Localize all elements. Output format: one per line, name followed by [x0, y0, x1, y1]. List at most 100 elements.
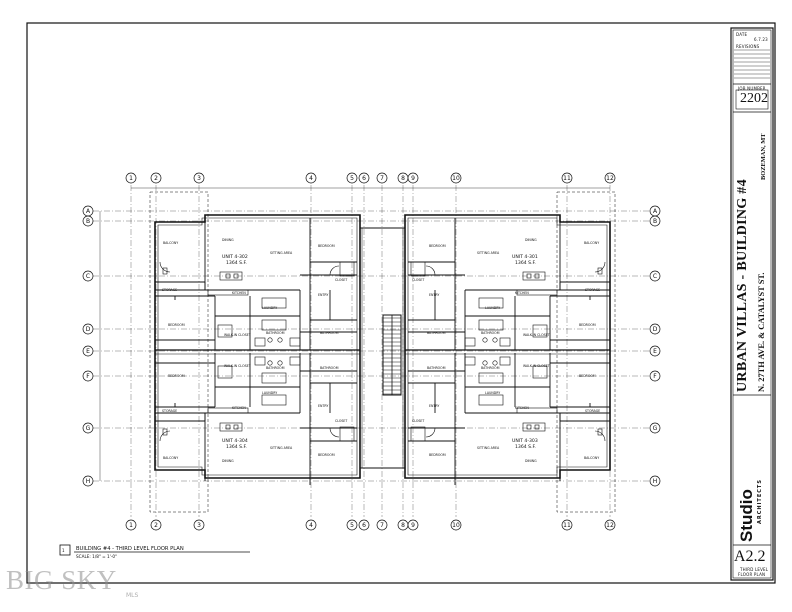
room-label-kitchen: KITCHEN: [232, 406, 246, 410]
unit-label-301: UNIT 4-301: [512, 254, 538, 260]
project-name: URBAN VILLAS - BUILDING #4: [735, 179, 750, 392]
grid-label-col: 9: [411, 175, 415, 182]
grid-bubble-col-10: 10: [450, 172, 462, 184]
building-walls: [149, 191, 616, 513]
grid-label-col: 4: [309, 522, 313, 529]
grid-bubble-row-C: C: [82, 270, 94, 282]
studio-logo: Studio: [737, 489, 756, 542]
room-label-walkin: WALK-IN CLOSET: [224, 364, 251, 368]
grid-bubble-row-G: G: [82, 422, 94, 434]
grid-label-col: 3: [197, 522, 201, 529]
room-label-closet: CLOSET: [335, 278, 347, 282]
grid-bubble-col-5: 5: [346, 172, 358, 184]
grid-label-col: 7: [380, 175, 384, 182]
grid-bubble-col-4: 4: [305, 519, 317, 531]
room-label-laundry: LAUNDRY: [262, 391, 277, 395]
room-label-bedroom: BEDROOM: [429, 244, 446, 248]
room-label-bedroom: BEDROOM: [318, 244, 335, 248]
job-number: 2202: [740, 91, 768, 106]
grid-bubble-col-9: 9: [407, 519, 419, 531]
grid-label-row: B: [653, 218, 657, 225]
room-label-kitchen: KITCHEN: [232, 291, 246, 295]
sheet-border: [26, 22, 776, 584]
grid-bubble-col-11: 11: [561, 172, 573, 184]
grid-bubble-row-E: E: [82, 345, 94, 357]
grid-label-row: G: [653, 425, 658, 432]
revision-lines: [734, 49, 770, 79]
unit-area-302: 1364 S.F.: [226, 260, 247, 266]
grid-label-row: G: [86, 425, 91, 432]
room-label-bedroom: BEDROOM: [579, 323, 596, 327]
room-label-entry: ENTRY: [429, 404, 439, 408]
room-label-laundry: LAUNDRY: [485, 391, 500, 395]
fixtures: [159, 261, 606, 442]
room-label-entry: ENTRY: [318, 293, 328, 297]
room-label-laundry: LAUNDRY: [262, 306, 277, 310]
unit-area-304: 1364 S.F.: [226, 444, 247, 450]
room-label-bedroom: BEDROOM: [168, 374, 185, 378]
date-label: DATE: [736, 32, 748, 37]
room-label-bedroom: BEDROOM: [579, 374, 596, 378]
grid-label-row: D: [86, 326, 91, 333]
room-label-balcony: BALCONY: [163, 456, 178, 460]
room-label-walkin: WALK-IN CLOSET: [523, 364, 550, 368]
grid-bubble-row-H: H: [649, 475, 661, 487]
room-label-dining: DINING: [525, 238, 537, 242]
room-label-sitting: SITTING AREA: [270, 446, 293, 450]
room-label-entry: ENTRY: [429, 293, 439, 297]
grid-label-row: C: [653, 273, 657, 280]
grid-bubble-col-9: 9: [407, 172, 419, 184]
title-block: [730, 27, 774, 581]
grid-bubble-row-E: E: [649, 345, 661, 357]
grid-bubble-col-5: 5: [346, 519, 358, 531]
room-label-storage: STORAGE: [162, 409, 177, 413]
city: BOZEMAN, MT: [760, 133, 767, 180]
grid-bubble-row-A: A: [649, 205, 661, 217]
room-label-storage: STORAGE: [585, 409, 600, 413]
room-label-storage: STORAGE: [585, 288, 600, 292]
room-label-dining: DINING: [222, 459, 234, 463]
sheet-desc-2: FLOOR PLAN: [738, 572, 766, 577]
grid-label-col: 11: [563, 175, 571, 182]
grid-bubble-row-G: G: [649, 422, 661, 434]
date-value: 6.7.23: [754, 37, 768, 42]
grid-bubble-row-B: B: [82, 215, 94, 227]
grid-bubble-col-4: 4: [305, 172, 317, 184]
grid-label-col: 7: [380, 522, 384, 529]
watermark-mls: MLS: [126, 592, 139, 599]
grid-bubble-row-D: D: [82, 323, 94, 335]
unit-area-301: 1364 S.F.: [515, 260, 536, 266]
grid-bubble-col-8: 8: [397, 519, 409, 531]
job-number-label: JOB NUMBER: [738, 86, 766, 91]
grid-bubble-col-3: 3: [193, 172, 205, 184]
grid-label-row: E: [86, 348, 90, 355]
svg-text:1: 1: [62, 548, 65, 553]
grid-bubble-col-6: 6: [358, 519, 370, 531]
grid-label-row: A: [86, 208, 91, 215]
sheet-desc-1: THIRD LEVEL: [740, 567, 769, 572]
unit-area-303: 1364 S.F.: [515, 444, 536, 450]
room-label-dining: DINING: [525, 459, 537, 463]
room-label-sitting: SITTING AREA: [270, 251, 293, 255]
unit-label-302: UNIT 4-302: [222, 254, 248, 260]
room-label-balcony: BALCONY: [163, 241, 178, 245]
grid-label-row: H: [653, 478, 658, 485]
grid-label-row: F: [653, 373, 657, 380]
grid-label-col: 2: [154, 522, 158, 529]
room-label-balcony: BALCONY: [584, 456, 599, 460]
grid-label-col: 10: [452, 175, 460, 182]
grid-bubble-col-10: 10: [450, 519, 462, 531]
grid-label-col: 5: [350, 175, 354, 182]
grid-label-col: 8: [401, 522, 405, 529]
studio-sub: ARCHITECTS: [757, 479, 763, 524]
plan-caption-title: BUILDING #4 - THIRD LEVEL FLOOR PLAN: [76, 546, 184, 552]
grid-label-col: 9: [411, 522, 415, 529]
grid-label-row: E: [653, 348, 657, 355]
unit-label-303: UNIT 4-303: [512, 438, 538, 444]
grid-label-col: 6: [362, 175, 366, 182]
room-label-kitchen: KITCHEN: [515, 406, 529, 410]
room-label-closet: CLOSET: [412, 419, 424, 423]
grid-bubble-row-B: B: [649, 215, 661, 227]
